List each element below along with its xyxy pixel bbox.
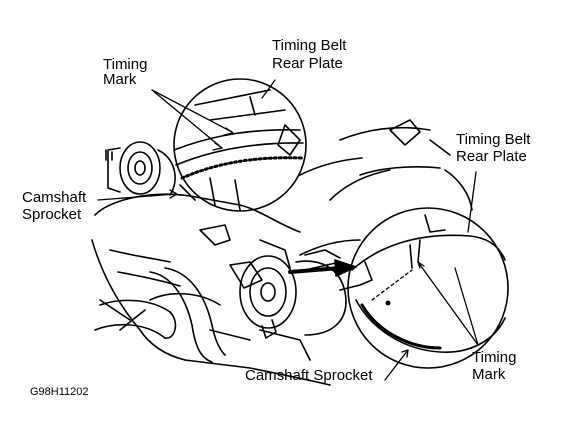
leader-lines [97, 79, 479, 381]
belt-plate-top-label-line2: Rear Plate [272, 55, 343, 72]
belt-plate-top-label-line1: Timing Belt [272, 37, 347, 54]
pointer-arrow [288, 259, 357, 277]
figure-code: G98H11202 [30, 386, 89, 398]
belt-plate-right-label-line2: Rear Plate [456, 148, 527, 165]
camshaft-bottom-label: Camshaft Sprocket [245, 367, 373, 384]
top-magnifier [173, 78, 307, 212]
timing-mark-top-label-line1: Timing [103, 56, 148, 73]
timing-mark-right-label-line1: Timing [472, 349, 517, 366]
camshaft-left-label-line2: Sprocket [22, 206, 82, 223]
timing-mark-top-label-line2: Mark [103, 71, 137, 88]
right-sprocket [239, 249, 361, 339]
hose [94, 267, 226, 363]
timing-mark-right-label-line2: Mark [472, 366, 506, 383]
right-magnifier [347, 207, 509, 369]
belt-plate-right-label-line1: Timing Belt [456, 131, 531, 148]
camshaft-left-label-line1: Camshaft [22, 189, 87, 206]
left-sprocket [105, 141, 176, 196]
